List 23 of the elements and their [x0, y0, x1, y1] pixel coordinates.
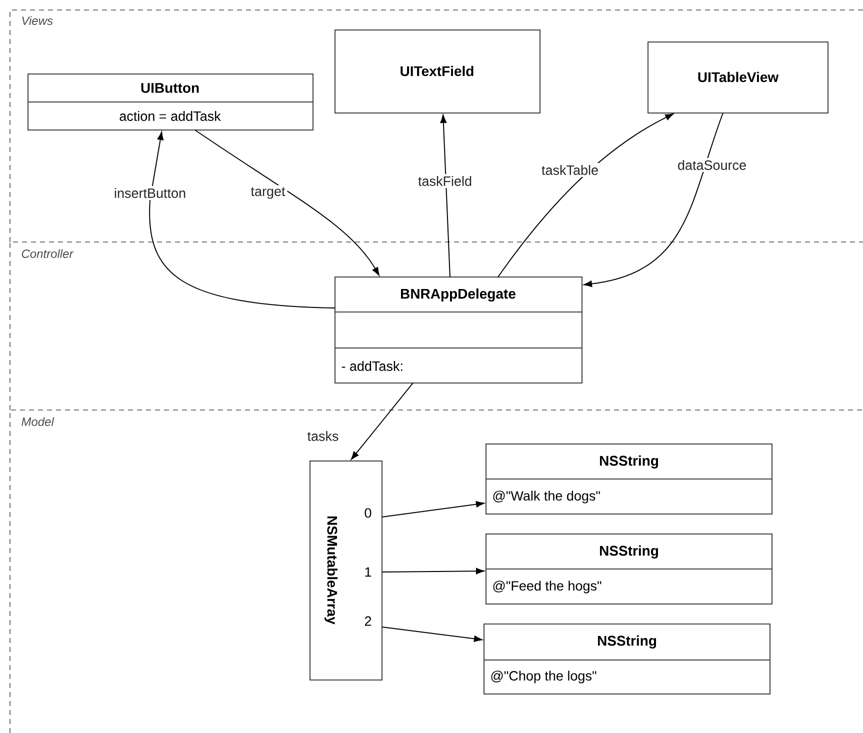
class-box: NSMutableArray 0 1 2: [310, 460, 382, 680]
class-box: NSString @"Chop the logs": [484, 624, 770, 694]
arrow: [194, 130, 380, 276]
arrow: [584, 112, 724, 287]
edge-label: insertButton: [112, 186, 188, 200]
class-box: NSString @"Walk the dogs": [486, 444, 772, 514]
class-box: UIButton action = addTask: [28, 74, 314, 130]
edge-label: tasks: [305, 429, 341, 443]
class-box: UITextField: [334, 30, 540, 114]
edge-label: taskTable: [540, 163, 601, 177]
arrow: [382, 568, 484, 574]
arrow: [350, 382, 414, 460]
class-box: BNRAppDelegate - addTask:: [334, 276, 582, 384]
arrow: [498, 113, 674, 278]
arrow: [382, 501, 484, 518]
edge-label: target: [248, 185, 288, 201]
edge-label: dataSource: [675, 158, 749, 172]
edge-label: taskField: [416, 174, 474, 188]
arrow: [149, 132, 336, 308]
class-box: NSString @"Feed the hogs": [486, 534, 772, 604]
arrow: [382, 626, 482, 642]
arrow: [440, 114, 450, 278]
class-box: UITableView: [648, 42, 828, 114]
